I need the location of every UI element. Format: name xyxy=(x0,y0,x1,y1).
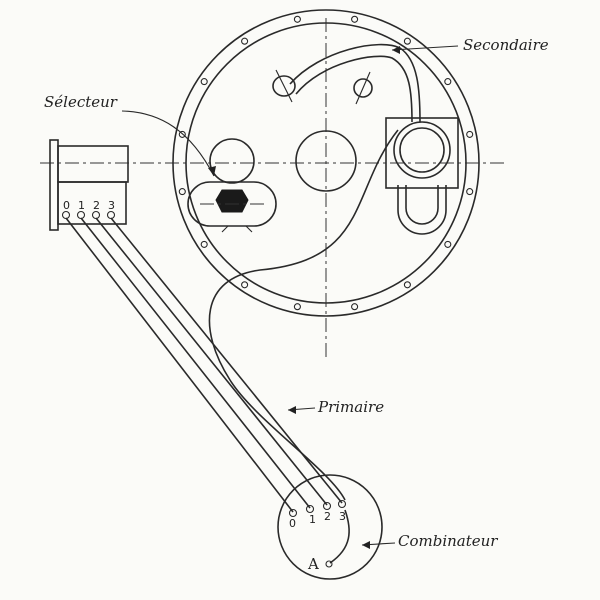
combinator-terminal-label-3: 3 xyxy=(339,510,346,523)
winding-lead xyxy=(208,129,399,501)
secondary-coil-frame xyxy=(385,117,459,189)
label-primaire: Primaire xyxy=(317,398,384,416)
secondary-coil-u-outer xyxy=(397,185,447,235)
terminal-box-upper xyxy=(57,145,129,183)
secondary-conductor-inner xyxy=(295,55,413,123)
combinator: 0 1 2 3 A xyxy=(277,474,383,580)
selector-terminal-label-0: 0 xyxy=(63,199,70,212)
secondary-coil-ring-outer xyxy=(393,121,451,179)
selector-terminal-posts xyxy=(61,210,116,220)
secondary-coil-ring-inner xyxy=(399,127,445,173)
selector-contact-block xyxy=(215,189,249,213)
combinator-terminal-label-2: 2 xyxy=(324,510,331,523)
terminal-box-lower xyxy=(57,181,127,225)
flange-bolt xyxy=(466,188,474,196)
selector-upper-disc xyxy=(209,138,255,184)
flange-bolt xyxy=(351,15,359,23)
flange-bolt xyxy=(178,188,186,196)
label-secondaire: Secondaire xyxy=(463,36,549,54)
flange-bolt xyxy=(293,15,301,23)
upper-bushing-left xyxy=(272,69,296,103)
selector-terminal-label-2: 2 xyxy=(93,199,100,212)
selector-terminal-label-1: 1 xyxy=(78,199,85,212)
flange-bolt xyxy=(351,303,359,311)
flange-bolt xyxy=(200,240,208,248)
primary-cable xyxy=(65,217,343,513)
combinator-lead-a xyxy=(329,509,350,564)
center-bushing xyxy=(295,130,357,192)
selector xyxy=(187,138,277,233)
leader-lines xyxy=(121,45,459,549)
flange-bolt xyxy=(466,130,474,138)
selector-terminal-labels: 0 1 2 3 xyxy=(63,199,115,212)
combinator-point-a: A xyxy=(307,555,319,573)
label-selecteur: Sélecteur xyxy=(44,93,118,111)
selector-terminal-label-3: 3 xyxy=(108,199,115,212)
secondary-coil-u-inner xyxy=(405,185,439,225)
combinator-terminal-label-1: 1 xyxy=(309,513,316,526)
flange-bolt xyxy=(241,281,249,289)
flange-bolt xyxy=(403,37,411,45)
flange-bolt xyxy=(444,78,452,86)
flange-bolt xyxy=(178,130,186,138)
flange-bolt xyxy=(403,281,411,289)
terminal-box-flange xyxy=(49,139,59,231)
secondary-coil xyxy=(385,117,459,235)
tank-inner-rim xyxy=(185,22,467,304)
tank xyxy=(172,9,480,317)
flange-bolts xyxy=(178,15,474,311)
selector-terminal-box xyxy=(49,139,129,231)
flange-bolt xyxy=(293,303,301,311)
flange-bolt xyxy=(241,37,249,45)
flange-bolt xyxy=(444,240,452,248)
combinator-body xyxy=(277,474,383,580)
selector-housing xyxy=(187,181,277,227)
flange-bolt xyxy=(200,78,208,86)
tank-outer-rim xyxy=(172,9,480,317)
label-combinateur: Combinateur xyxy=(398,532,498,550)
upper-bushing-right xyxy=(353,71,373,105)
combinator-terminal-label-0: 0 xyxy=(289,517,296,530)
